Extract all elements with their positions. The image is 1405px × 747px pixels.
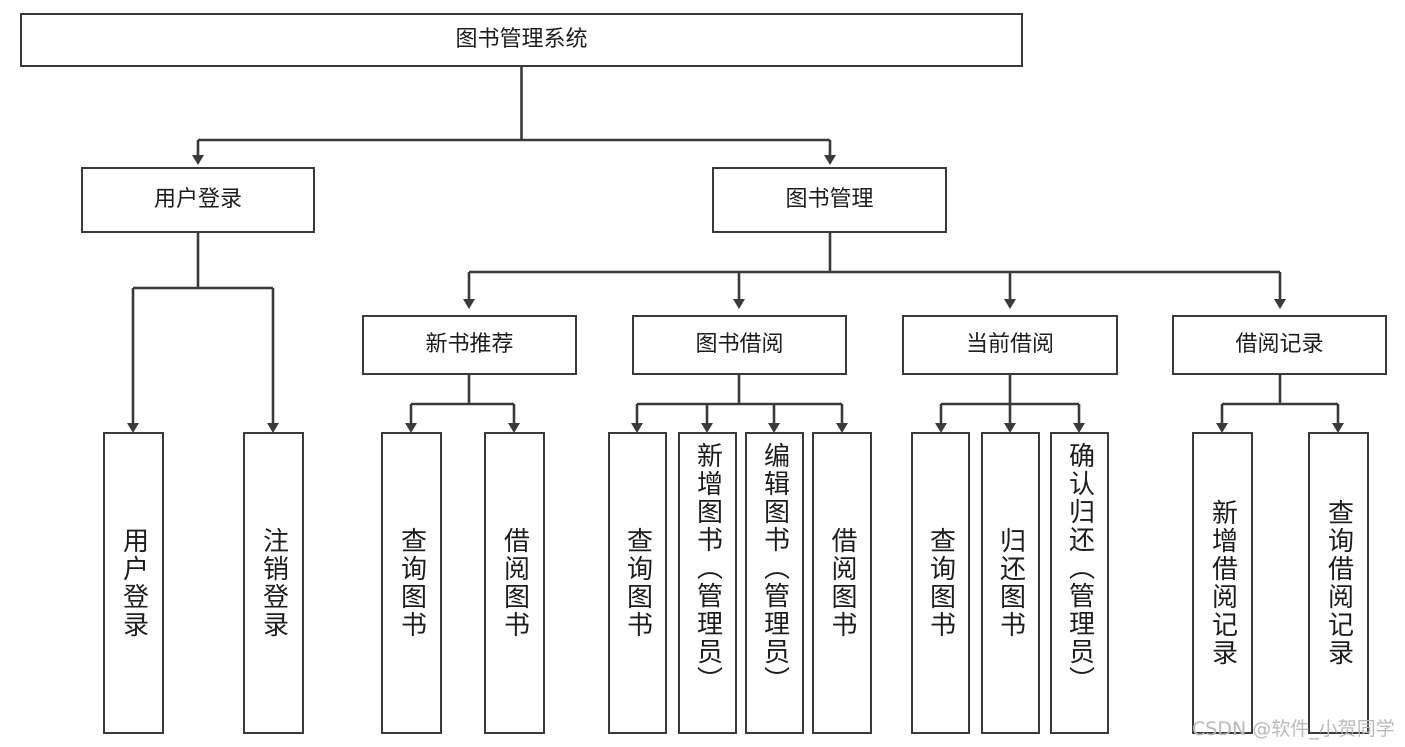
leaf-nb-borrow-book[interactable]: 借阅图书 <box>484 432 545 734</box>
leaf-cb-query-book-label: 查询图书 <box>925 527 956 639</box>
leaf-br-query-record[interactable]: 查询借阅记录 <box>1308 432 1369 734</box>
leaf-nb-borrow-book-label: 借阅图书 <box>499 527 530 639</box>
leaf-cb-confirm-return-admin-label: 确认归还（管理员） <box>1064 442 1095 694</box>
node-current-borrow[interactable]: 当前借阅 <box>902 315 1118 375</box>
leaf-br-add-record-label: 新增借阅记录 <box>1207 499 1238 667</box>
node-book-manage-label: 图书管理 <box>785 187 874 213</box>
leaf-cb-query-book[interactable]: 查询图书 <box>911 432 970 734</box>
node-current-borrow-label: 当前借阅 <box>965 332 1054 358</box>
node-book-borrow[interactable]: 图书借阅 <box>632 315 847 375</box>
leaf-bb-edit-book-admin[interactable]: 编辑图书（管理员） <box>745 432 804 734</box>
leaf-user-login-label: 用户登录 <box>118 527 149 639</box>
leaf-user-login[interactable]: 用户登录 <box>103 432 164 734</box>
leaf-bb-add-book-admin[interactable]: 新增图书（管理员） <box>678 432 737 734</box>
node-user-login-label: 用户登录 <box>153 187 242 213</box>
node-root[interactable]: 图书管理系统 <box>20 13 1023 67</box>
node-book-borrow-label: 图书借阅 <box>695 332 784 358</box>
leaf-logout-label: 注销登录 <box>258 527 289 639</box>
node-user-login[interactable]: 用户登录 <box>81 167 315 233</box>
node-root-label: 图书管理系统 <box>455 27 588 53</box>
leaf-br-add-record[interactable]: 新增借阅记录 <box>1192 432 1253 734</box>
leaf-cb-return-book-label: 归还图书 <box>995 527 1026 639</box>
node-borrow-record-label: 借阅记录 <box>1235 332 1324 358</box>
leaf-br-query-record-label: 查询借阅记录 <box>1323 499 1354 667</box>
leaf-bb-query-book[interactable]: 查询图书 <box>608 432 667 734</box>
node-new-book-recommend[interactable]: 新书推荐 <box>362 315 577 375</box>
leaf-bb-add-book-admin-label: 新增图书（管理员） <box>692 442 723 694</box>
leaf-bb-edit-book-admin-label: 编辑图书（管理员） <box>759 442 790 694</box>
node-book-manage[interactable]: 图书管理 <box>712 167 947 233</box>
leaf-nb-query-book-label: 查询图书 <box>396 527 427 639</box>
leaf-cb-return-book[interactable]: 归还图书 <box>981 432 1040 734</box>
node-new-book-recommend-label: 新书推荐 <box>425 332 514 358</box>
leaf-bb-query-book-label: 查询图书 <box>622 527 653 639</box>
leaf-cb-confirm-return-admin[interactable]: 确认归还（管理员） <box>1050 432 1109 734</box>
leaf-bb-borrow-book[interactable]: 借阅图书 <box>812 432 872 734</box>
leaf-bb-borrow-book-label: 借阅图书 <box>827 527 857 639</box>
leaf-logout[interactable]: 注销登录 <box>243 432 304 734</box>
node-borrow-record[interactable]: 借阅记录 <box>1172 315 1387 375</box>
leaf-nb-query-book[interactable]: 查询图书 <box>381 432 442 734</box>
